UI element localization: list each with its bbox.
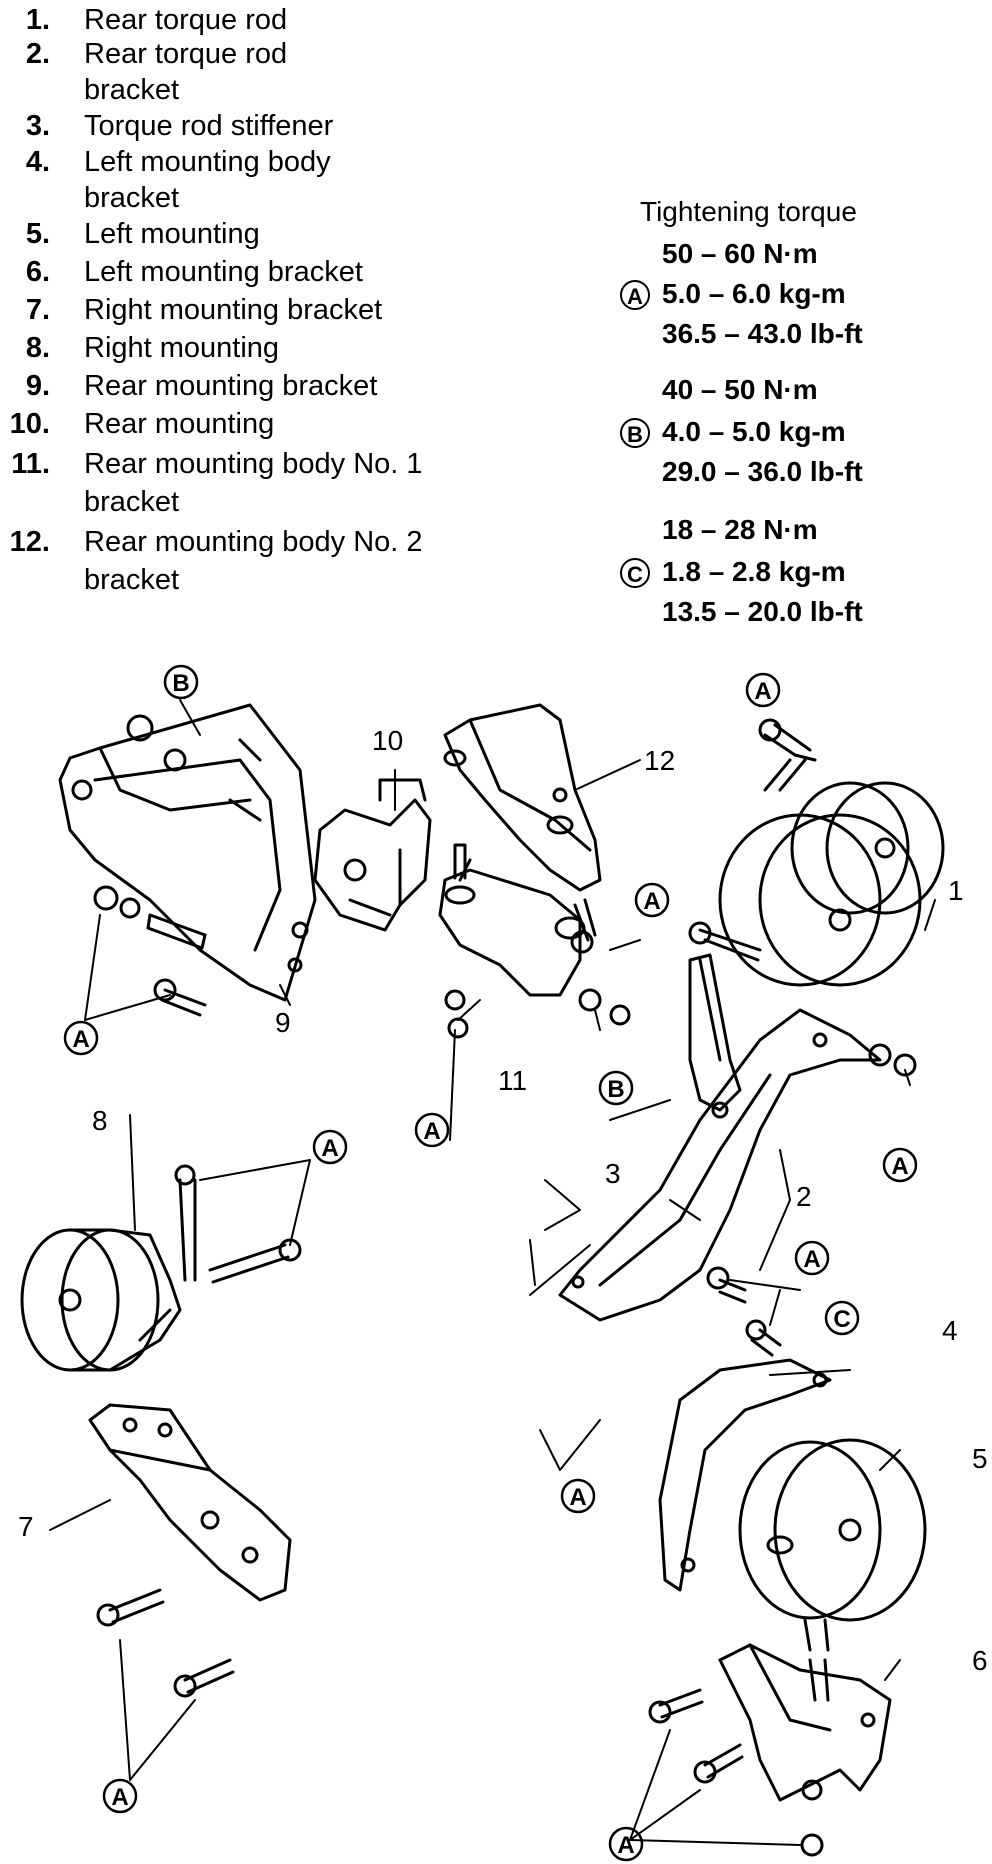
torque-rod-stiffener-3 [688, 953, 742, 1112]
torque-c-symbol: C [620, 558, 650, 588]
part-number-callouts: 1 2 3 4 5 6 7 8 9 10 11 12 [18, 725, 988, 1676]
rear-mounting-body-bracket-11 [438, 843, 631, 1039]
symbol-a-circle-5 [312, 1129, 348, 1165]
callout-9: 9 [275, 1007, 291, 1038]
callout-1: 1 [948, 875, 964, 906]
symbol-b-circle-1 [163, 664, 199, 700]
symbol-a-circle-10 [608, 1826, 644, 1862]
symbol-a-circle-9 [102, 1778, 138, 1814]
symbol-a-letter-6: A [891, 1153, 908, 1180]
symbol-a-circle-6 [882, 1147, 918, 1183]
torque-a-line-1: 50 – 60 N·m [662, 238, 818, 269]
symbol-a-letter-1: A [72, 1026, 89, 1053]
torque-c-line-2: 1.8 – 2.8 kg-m [662, 556, 846, 587]
symbol-c-circle [824, 1300, 860, 1336]
torque-b-line-3: 29.0 – 36.0 lb-ft [662, 456, 863, 487]
torque-b-line-2: 4.0 – 5.0 kg-m [662, 416, 846, 447]
left-mounting-5 [738, 1438, 927, 1652]
symbol-a-letter-10: A [617, 1832, 634, 1859]
symbol-a-letter-7: A [803, 1246, 820, 1273]
torque-symbol-callouts [63, 664, 918, 1862]
torque-b-line-1: 40 – 50 N·m [662, 374, 818, 405]
bolts-rear-mounting-bracket [93, 714, 207, 1017]
rear-mounting-bracket-9 [58, 703, 317, 1002]
symbol-a-circle-8 [560, 1478, 596, 1514]
torque-symbol-letters: B A A A B A A A A C A A A [72, 670, 908, 1859]
torque-a-line-2: 5.0 – 6.0 kg-m [662, 278, 846, 309]
callout-7: 7 [18, 1511, 34, 1542]
symbol-a-circle-4 [414, 1112, 450, 1148]
callout-8: 8 [92, 1105, 108, 1136]
right-mounting-8 [20, 1164, 302, 1372]
callout-6: 6 [972, 1645, 988, 1676]
torque-a-line-3: 36.5 – 43.0 lb-ft [662, 318, 863, 349]
callout-11: 11 [498, 1065, 527, 1096]
symbol-b-circle-2 [598, 1070, 634, 1106]
rear-mounting-body-bracket-12 [443, 703, 602, 954]
callout-4: 4 [942, 1315, 958, 1346]
rear-mounting-10 [313, 778, 432, 932]
torque-c-line-1: 18 – 28 N·m [662, 514, 818, 545]
right-mounting-bracket-7 [88, 1403, 292, 1698]
rear-torque-rod-bracket-2 [558, 1008, 917, 1322]
symbol-b-letter-2: B [607, 1076, 624, 1103]
symbol-a-circle-3 [634, 882, 670, 918]
torque-c-line-3: 13.5 – 20.0 lb-ft [662, 596, 863, 627]
callout-2: 2 [796, 1181, 812, 1212]
torque-a-symbol: A [620, 280, 650, 310]
torque-b-symbol: B [620, 418, 650, 448]
symbol-a-letter-2: A [754, 678, 771, 705]
rear-torque-rod-1 [688, 718, 945, 987]
callout-5: 5 [972, 1443, 988, 1474]
symbol-a-circle-2 [745, 672, 781, 708]
symbol-a-letter-4: A [423, 1118, 440, 1145]
symbol-a-circle-7 [794, 1240, 830, 1276]
callout-10: 10 [372, 725, 403, 756]
torque-title: Tightening torque [640, 196, 857, 227]
symbol-a-circle-1 [63, 1020, 99, 1056]
left-mounting-body-bracket-4 [658, 1319, 832, 1592]
leader-lines [49, 699, 936, 1846]
symbol-a-letter-5: A [321, 1135, 338, 1162]
symbol-a-letter-9: A [111, 1784, 128, 1811]
left-mounting-bracket-6 [648, 1643, 892, 1857]
symbol-c-letter: C [833, 1306, 850, 1333]
symbol-a-letter-8: A [569, 1484, 586, 1511]
symbol-a-letter-3: A [643, 888, 660, 915]
callout-12: 12 [644, 745, 675, 776]
callout-3: 3 [605, 1158, 621, 1189]
symbol-b-letter-1: B [172, 670, 189, 697]
